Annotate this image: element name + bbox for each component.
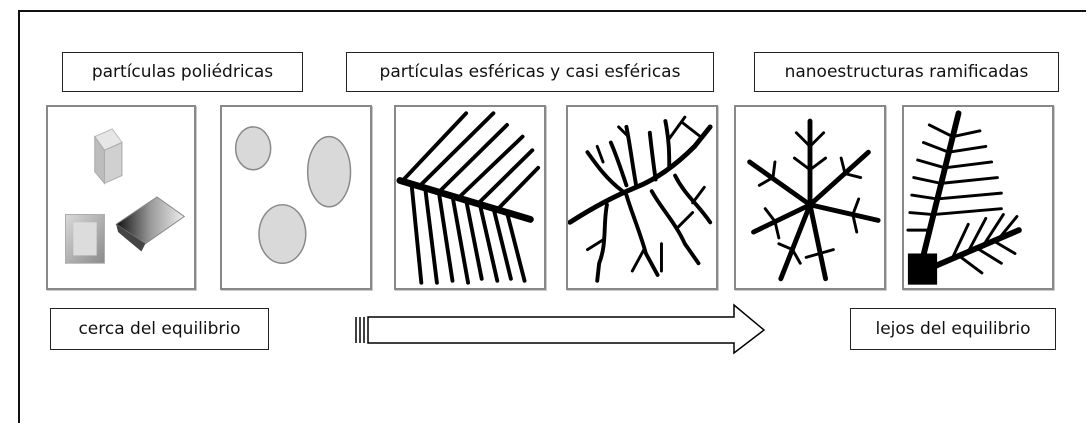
dendrite-parallel-icon xyxy=(396,111,541,285)
panel-dendrite-star xyxy=(734,105,886,290)
dendrite-star-icon xyxy=(747,118,881,282)
dendrite-random-icon xyxy=(568,115,713,283)
panel-polyhedra xyxy=(46,105,196,290)
label-near-equilibrium: cerca del equilibrio xyxy=(50,308,269,350)
label-far-from-equilibrium: lejos del equilibrio xyxy=(850,308,1056,350)
panel-dendrite-fern xyxy=(902,105,1054,290)
panel-dendrite-parallel xyxy=(394,105,546,290)
dendrite-fern-icon xyxy=(906,110,1022,285)
label-polyhedral-particles: partículas poliédricas xyxy=(62,52,303,92)
spheres-icon xyxy=(234,126,352,264)
equilibrium-arrow-icon xyxy=(355,303,766,355)
panel-dendrite-random xyxy=(566,105,718,290)
figure-frame xyxy=(18,10,1086,423)
label-branched-nanostructures: nanoestructuras ramificadas xyxy=(754,52,1059,92)
polyhedra-icon xyxy=(65,128,186,264)
panel-spheres xyxy=(220,105,372,290)
label-spherical-particles: partículas esféricas y casi esféricas xyxy=(346,52,714,92)
